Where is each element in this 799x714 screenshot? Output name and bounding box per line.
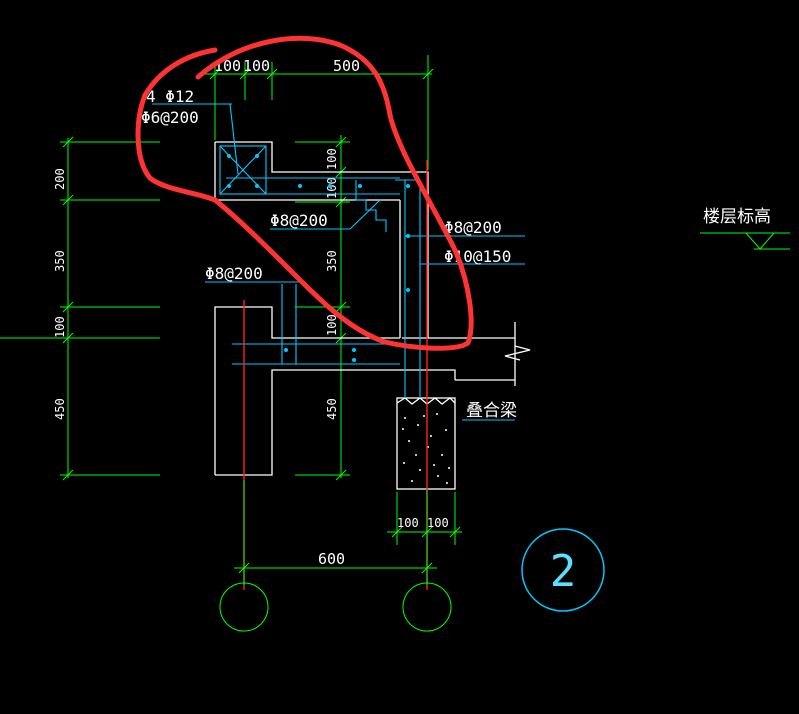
precast-beam-hatch bbox=[402, 413, 450, 484]
markup-highlight-loop bbox=[135, 35, 474, 351]
floor-elevation-label: 楼层标高 bbox=[703, 207, 771, 227]
axis-bubble-left bbox=[219, 582, 269, 632]
grid-axes bbox=[243, 160, 428, 590]
label-lower-bar: Φ8@200 bbox=[205, 264, 263, 283]
dim-left-450: 450 bbox=[53, 398, 67, 420]
elevation-triangle-icon bbox=[700, 232, 790, 250]
precast-beam bbox=[396, 397, 456, 490]
label-corner-stirrup: Φ6@200 bbox=[141, 108, 199, 127]
dim-left-200: 200 bbox=[53, 168, 67, 190]
axis-spacing-dimension bbox=[234, 562, 437, 574]
rebar-leaders bbox=[152, 103, 525, 421]
label-wall-bar-1: Φ8@200 bbox=[444, 218, 502, 237]
corner-cage-rebar bbox=[219, 145, 400, 195]
top-dimension-chain bbox=[205, 55, 434, 170]
dim-left-100: 100 bbox=[53, 316, 67, 338]
detail-bubble-icon bbox=[521, 528, 605, 612]
dim-axis-600: 600 bbox=[318, 550, 345, 568]
dim-left-350: 350 bbox=[53, 250, 67, 272]
upper-parapet-outline bbox=[214, 141, 429, 339]
dim-mid-100-a: 100 bbox=[325, 148, 339, 170]
beam-width-dimension bbox=[387, 492, 462, 545]
dim-mid-350: 350 bbox=[325, 250, 339, 272]
left-dimension-chain bbox=[0, 136, 160, 481]
axis-bubble-right bbox=[402, 582, 452, 632]
lower-slab-rebar bbox=[232, 284, 400, 365]
dim-mid-100-c: 100 bbox=[325, 314, 339, 336]
lower-wall-outline bbox=[214, 306, 531, 476]
dim-top-100-b: 100 bbox=[243, 57, 270, 75]
dim-mid-450: 450 bbox=[325, 398, 339, 420]
dim-beam-100-a: 100 bbox=[397, 516, 419, 530]
label-corner-bars: 4 Φ12 bbox=[146, 87, 194, 106]
label-precast-beam: 叠合梁 bbox=[466, 401, 517, 421]
dim-mid-100-b: 100 bbox=[325, 177, 339, 199]
dim-top-500: 500 bbox=[333, 57, 360, 75]
dim-beam-100-b: 100 bbox=[427, 516, 449, 530]
middle-dimension-chain bbox=[295, 135, 350, 481]
label-slab-bar: Φ8@200 bbox=[270, 211, 328, 230]
slab-step-rebar bbox=[355, 180, 387, 232]
detail-number: 2 bbox=[550, 546, 577, 597]
rebar-dots bbox=[227, 154, 410, 362]
